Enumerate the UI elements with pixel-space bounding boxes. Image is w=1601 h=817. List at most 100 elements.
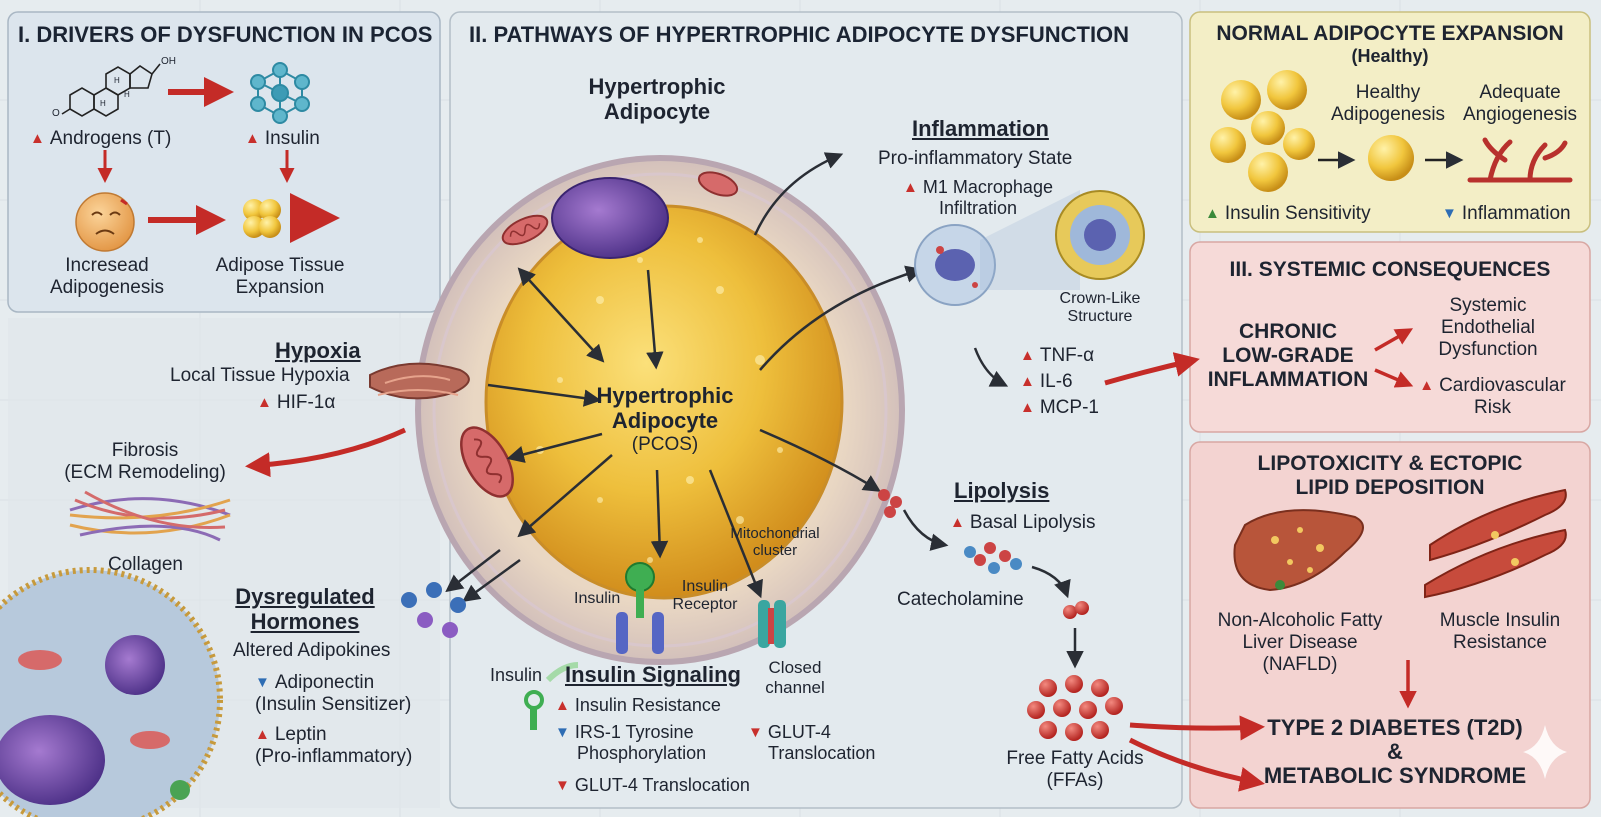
mcp1-label: MCP-1	[1020, 397, 1099, 419]
irs1-label: IRS-1 Tyrosine Phosphorylation	[555, 722, 706, 763]
lipase-icon	[878, 489, 902, 518]
healthy-adipogenesis-label: Healthy Adipogenesis	[1318, 82, 1458, 126]
leptin-line-2: (Pro-inflammatory)	[255, 745, 413, 767]
nafld-line-2: Liver Disease	[1242, 631, 1358, 653]
hormones-line-1: Dysregulated	[235, 584, 375, 609]
insulin-receptor-insulin-label: Insulin	[574, 590, 621, 607]
healthy-fat-cells-icon	[1210, 70, 1315, 192]
il6-label: IL-6	[1020, 371, 1073, 393]
ffa-label: Free Fatty Acids (FFAs)	[990, 748, 1160, 792]
hypoxia-title: Hypoxia	[275, 338, 361, 363]
tissue-expansion-label: Adipose Tissue Expansion	[200, 255, 360, 299]
endo-line-2: Endothelial	[1440, 316, 1536, 338]
fibrosis-line-2: (ECM Remodeling)	[64, 461, 226, 483]
muscle-resistance-label: Muscle Insulin Resistance	[1425, 610, 1575, 654]
basal-lipolysis-label: Basal Lipolysis	[950, 512, 1096, 534]
mito-line-2: cluster	[752, 542, 798, 560]
healthy-adipocyte-icon	[1368, 135, 1414, 181]
muscle-line-1: Muscle Insulin	[1439, 610, 1561, 631]
adiponectin-line-2: (Insulin Sensitizer)	[255, 693, 412, 715]
local-hypoxia-label: Local Tissue Hypoxia	[170, 365, 350, 386]
collagen-fibers-icon	[69, 490, 231, 542]
expansion-line-1: Adipose Tissue	[215, 255, 345, 276]
adequate-line-2: Angiogenesis	[1462, 103, 1578, 125]
arrow-to-fibrosis	[245, 427, 407, 478]
tnf-label: TNF-α	[1020, 345, 1094, 367]
collagen-label: Collagen	[108, 554, 183, 575]
inflammation-title: Inflammation	[912, 116, 1049, 141]
free-fatty-acids-icon	[1027, 675, 1123, 741]
m1-line-2: Infiltration	[938, 197, 1018, 218]
crown-like-structure-icon	[1055, 190, 1145, 280]
lipo-line-2: LIPID DEPOSITION	[1295, 476, 1485, 500]
fibrosis-line-1: Fibrosis	[111, 440, 179, 461]
steroid-h2-label: H	[124, 90, 130, 99]
normal-title: NORMAL ADIPOCYTE EXPANSION (Healthy)	[1190, 22, 1590, 67]
lipo-line-1: LIPOTOXICITY & ECTOPIC	[1257, 452, 1523, 475]
m1-line-1: M1 Macrophage	[878, 177, 1078, 198]
fatty-liver-icon	[1233, 509, 1364, 592]
center-line-1: Hypertrophic	[596, 383, 734, 408]
hif-label: HIF-1α	[257, 392, 335, 414]
nafld-line-1: Non-Alcoholic Fatty	[1217, 610, 1383, 631]
ffa-molecule-icon	[1063, 601, 1089, 619]
hormones-line-2: Hormones	[250, 609, 360, 635]
steroid-molecule-icon	[61, 63, 161, 117]
steroid-h1-label: H	[100, 99, 106, 108]
pro-inflammatory-label: Pro-inflammatory State	[878, 148, 1073, 169]
closed-channel-icon	[758, 600, 786, 648]
leptin-label: Leptin (Pro-inflammatory)	[255, 724, 412, 768]
insulin-label: Insulin	[245, 128, 320, 150]
cardio-line-2: Risk	[1474, 396, 1511, 418]
adipocyte-face-icon	[75, 192, 135, 252]
catecholamine-icon	[964, 542, 1022, 574]
insulin-molecule-icon	[250, 62, 310, 124]
adequate-angiogenesis-label: Adequate Angiogenesis	[1455, 82, 1585, 126]
steroid-o-label: O	[52, 108, 60, 119]
mito-line-1: Mitochondrial	[730, 525, 820, 542]
endo-line-1: Systemic	[1449, 295, 1527, 316]
ffa-line-2: (FFAs)	[1046, 769, 1104, 791]
steroid-oh-label: OH	[161, 56, 176, 67]
closed-channel-label: Closed channel	[750, 658, 840, 697]
normal-title-line-2: (Healthy)	[1351, 46, 1429, 67]
crown-like-label: Crown-Like Structure	[1040, 290, 1160, 327]
systemic-title: III. SYSTEMIC CONSEQUENCES	[1229, 258, 1551, 281]
irs-line-1: IRS-1 Tyrosine	[555, 722, 706, 743]
cardio-line-1: Cardiovascular	[1400, 375, 1585, 397]
zoom-cone	[980, 190, 1080, 290]
chronic-label: CHRONIC LOW-GRADE INFLAMMATION	[1198, 320, 1378, 392]
endo-line-3: Dysfunction	[1438, 338, 1538, 360]
adiponectin-line-1: Adiponectin	[255, 672, 411, 694]
insulin-resistance-label: Insulin Resistance	[555, 695, 721, 716]
glut4-label-a: GLUT-4 Translocation	[748, 722, 876, 763]
adipogenesis-line-1: Incresead	[65, 255, 149, 276]
normal-title-line-1: NORMAL ADIPOCYTE EXPANSION	[1216, 22, 1564, 45]
crown-line-2: Structure	[1067, 308, 1133, 326]
chronic-line-2: LOW-GRADE	[1222, 344, 1354, 368]
receptor-line-2: Receptor	[672, 596, 738, 614]
cell-title: Hypertrophic Adipocyte	[572, 74, 742, 125]
insulin-receptor-icon	[616, 562, 664, 654]
t2d-line-2: &	[1387, 739, 1403, 765]
hormones-title: Dysregulated Hormones	[220, 584, 390, 635]
healthy-line-2: Adipogenesis	[1330, 103, 1446, 125]
m1-macrophage-label: M1 Macrophage Infiltration	[878, 177, 1078, 218]
chronic-line-3: INFLAMMATION	[1207, 368, 1369, 392]
center-label: Hypertrophic Adipocyte (PCOS)	[585, 383, 745, 455]
arrow-chronic-endo	[1374, 328, 1414, 352]
closed-line-2: channel	[765, 677, 825, 697]
hypoxic-tissue-icon	[369, 362, 470, 400]
cell-arrows	[445, 152, 1084, 669]
t2d-label: TYPE 2 DIABETES (T2D) & METABOLIC SYNDRO…	[1240, 715, 1550, 789]
nafld-label: Non-Alcoholic Fatty Liver Disease (NAFLD…	[1195, 610, 1405, 676]
glut-a-line-1: GLUT-4	[748, 722, 875, 743]
expansion-line-2: Expansion	[235, 276, 325, 298]
background-cell-icon	[0, 567, 223, 817]
macrophage-icon	[914, 224, 996, 306]
crown-line-1: Crown-Like	[1059, 290, 1141, 307]
adipogenesis-line-2: Adipogenesis	[49, 276, 165, 298]
inflammation-down-label: Inflammation	[1442, 203, 1571, 225]
steroid-h3-label: H	[114, 76, 120, 85]
